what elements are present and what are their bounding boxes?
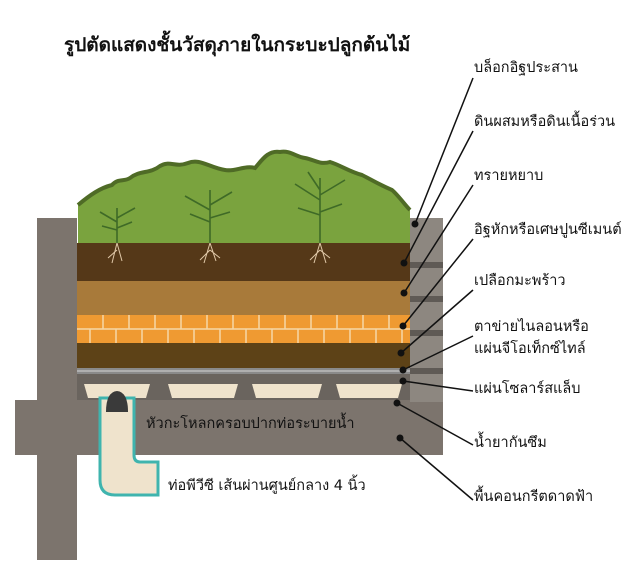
solar-slab-cells <box>84 384 402 398</box>
label-broken-brick: อิฐหักหรือเศษปูนซีเมนต์ <box>474 222 622 238</box>
label-soil: ดินผสมหรือดินเนื้อร่วน <box>474 114 616 130</box>
label-drain-cap: หัวกะโหลกครอบปากท่อระบายน้ำ <box>146 416 355 432</box>
label-interlocking-block: บล็อกอิฐประสาน <box>474 60 578 76</box>
pvc-pipe <box>98 396 160 497</box>
label-coconut-husk: เปลือกมะพร้าว <box>474 273 566 289</box>
label-waterproofing: น้ำยากันซึม <box>474 435 547 451</box>
leader-dots <box>393 220 419 442</box>
label-mesh-line1: ตาข่ายไนลอนหรือ <box>474 319 589 335</box>
coconut-husk-layer <box>77 343 410 368</box>
roof-concrete-slab <box>15 400 443 455</box>
left-wall-column <box>37 218 77 560</box>
plant-stems <box>99 171 346 243</box>
label-solar-slab: แผ่นโซลาร์สแล็บ <box>474 381 581 397</box>
label-pvc-pipe: ท่อพีวีซี เส้นผ่านศูนย์กลาง 4 นิ้ว <box>168 478 366 494</box>
label-mesh-line2: แผ่นจีโอเท็กซ์ไทล์ <box>474 341 586 357</box>
sand-layer <box>77 281 410 315</box>
label-coarse-sand: ทรายหยาบ <box>474 168 544 184</box>
diagram-title: รูปตัดแสดงชั้นวัสดุภายในกระบะปลูกต้นไม้ <box>64 34 411 56</box>
label-roof-concrete: พื้นคอนกรีตดาดฟ้า <box>474 489 594 505</box>
drain-cap-icon <box>106 391 128 412</box>
leader-lines <box>396 77 474 501</box>
soil-layer <box>77 243 410 281</box>
plant-foliage <box>78 151 410 243</box>
